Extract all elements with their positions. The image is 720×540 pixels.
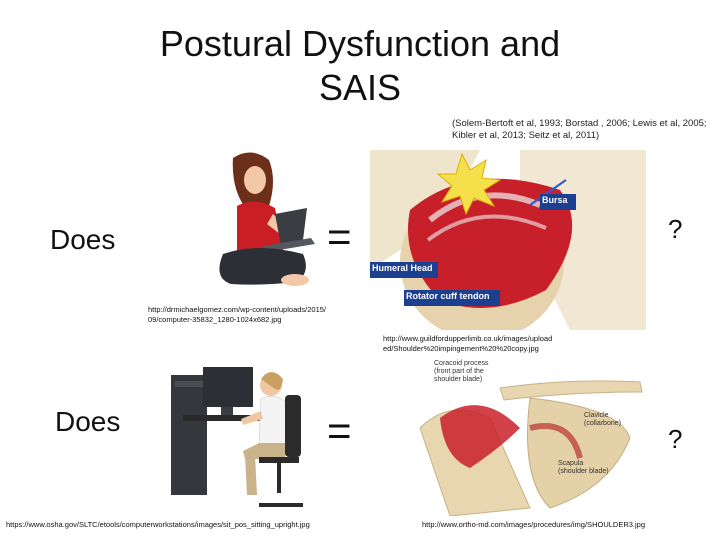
shoulder-image-url[interactable]: http://www.guildfordupperlimb.co.uk/imag… [383, 334, 553, 353]
slide-title-line-2: SAIS [318, 67, 402, 108]
scapula-label-line-1: Scapula [558, 460, 584, 467]
scapula-label: Scapula (shoulder blade) [558, 460, 609, 476]
clavicle-label: Clavicle (collarbone) [584, 412, 621, 428]
laptop-image-url[interactable]: http://drmichaelgomez.com/wp-content/upl… [148, 305, 327, 324]
question-mark-row2: ? [668, 424, 683, 454]
clavicle-label-line-1: Clavicle [584, 412, 609, 419]
citation: (Solem-Bertoft et al, 1993; Borstad , 20… [452, 118, 707, 141]
clavicle-label-line-2: (collarbone) [584, 420, 621, 427]
rotator-cuff-label: Rotator cuff tendon [406, 291, 490, 301]
coracoid-label: Coracoid process (front part of the shou… [434, 360, 488, 384]
shoulder-impingement-image: Bursa Humeral Head Rotator cuff tendon [370, 150, 646, 330]
slide-title: Postural Dysfunction and SAIS [110, 22, 610, 110]
laptop-woman-image [203, 150, 323, 300]
question-mark-row1: ? [668, 214, 683, 244]
does-label-row1: Does [50, 224, 116, 255]
scapula-label-line-2: (shoulder blade) [558, 468, 609, 475]
bursa-label: Bursa [542, 195, 568, 205]
humeral-head-label: Humeral Head [372, 263, 433, 273]
coracoid-label-line-1: Coracoid process [434, 360, 489, 367]
anatomy-image-url[interactable]: http://www.ortho-md.com/images/procedure… [422, 520, 646, 529]
desk-image-url[interactable]: https://www.osha.gov/SLTC/etools/compute… [6, 520, 310, 529]
coracoid-label-line-3: shoulder blade) [434, 376, 483, 383]
desk-sitting-image [163, 355, 318, 515]
equals-sign-row2: = [327, 407, 352, 454]
shoulder-anatomy-image: Coracoid process (front part of the shou… [380, 358, 656, 516]
equals-sign-row1: = [327, 213, 352, 260]
slide-title-line-1: Postural Dysfunction and [159, 23, 561, 64]
coracoid-label-line-2: (front part of the [434, 368, 484, 375]
does-label-row2: Does [55, 406, 121, 437]
